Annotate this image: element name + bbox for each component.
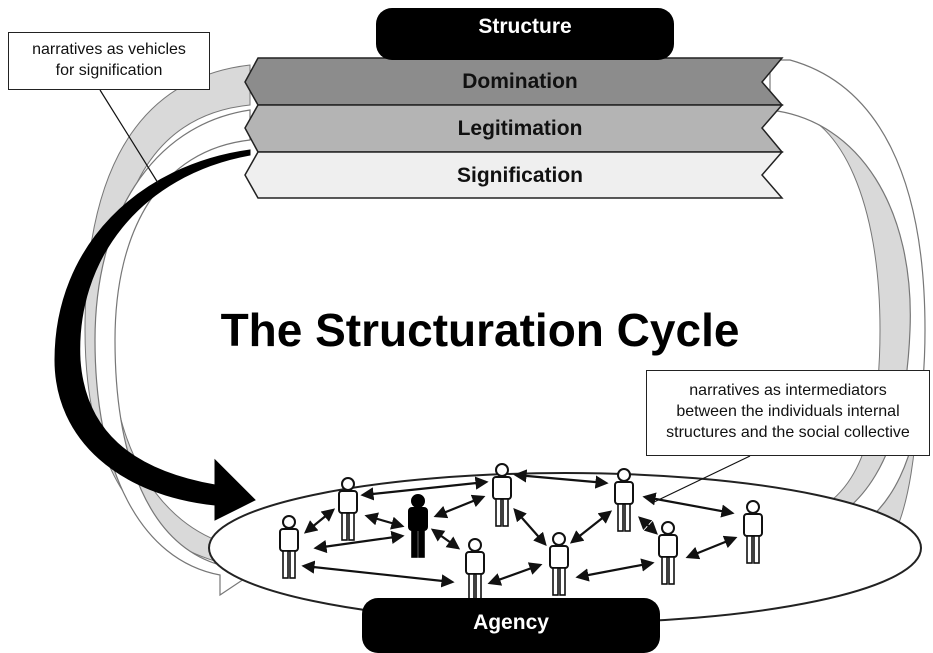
person-figure [465, 538, 485, 602]
callout-line: for signification [55, 62, 163, 79]
link-arrow [430, 528, 461, 550]
link-arrow [513, 508, 547, 546]
link-arrow [685, 535, 738, 560]
callout-line: between the individuals internal [676, 403, 900, 420]
signification-label: Signification [457, 164, 583, 187]
callout-signification: narratives as vehicles for signification [8, 32, 210, 90]
callout-line: narratives as vehicles [32, 41, 186, 58]
callout-intermediators: narratives as intermediators between the… [646, 370, 930, 456]
legitimation-label: Legitimation [457, 117, 583, 140]
callout-line: narratives as intermediators [689, 382, 887, 399]
signification-to-agency-arrow [54, 149, 256, 521]
person-figure [743, 500, 763, 564]
link-arrow [360, 476, 489, 501]
agency-label: Agency [473, 611, 549, 634]
person-figure [338, 477, 358, 541]
agency-pill: Agency [362, 598, 660, 653]
left-callout-leader [99, 89, 159, 184]
link-arrow [642, 492, 735, 518]
link-arrow [364, 512, 405, 530]
structure-pill: Structure [376, 8, 674, 60]
person-figure-highlighted [408, 494, 428, 558]
signification-bar [244, 151, 784, 199]
link-arrow [575, 558, 655, 582]
link-arrow [487, 562, 543, 586]
link-arrow [303, 508, 336, 534]
person-figure [614, 468, 634, 532]
diagram-title: The Structuration Cycle [220, 304, 740, 356]
link-arrow [313, 530, 405, 554]
domination-label: Domination [462, 70, 578, 93]
link-arrow [569, 510, 613, 544]
link-arrow [433, 494, 486, 519]
person-figure [658, 521, 678, 585]
person-figure [492, 463, 512, 527]
person-figure [279, 515, 299, 579]
link-arrow [638, 516, 658, 535]
callout-line: structures and the social collective [666, 424, 910, 441]
interaction-arrows [301, 469, 738, 588]
link-arrow [301, 560, 455, 588]
people-group [279, 463, 763, 602]
structure-label: Structure [478, 15, 572, 38]
person-figure [549, 532, 569, 596]
link-arrow [513, 469, 609, 489]
